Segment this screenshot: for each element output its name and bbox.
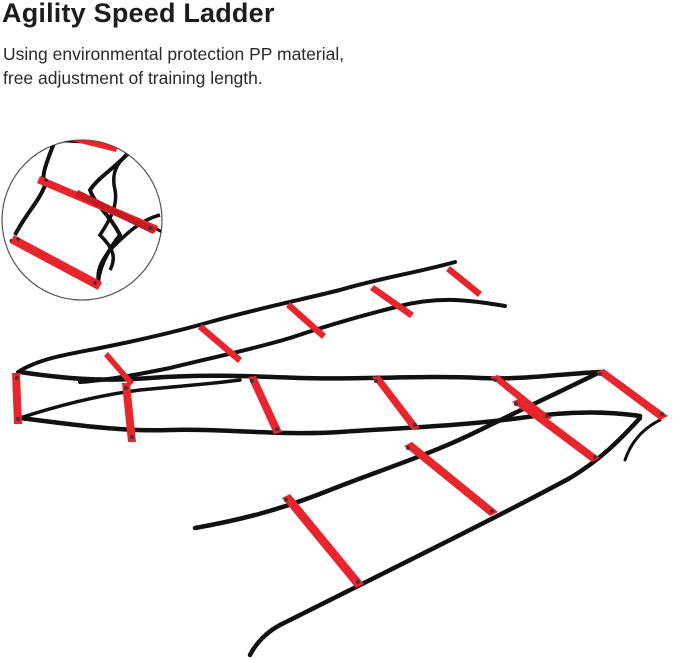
ladder-rung (596, 369, 668, 420)
ladder-rung (446, 266, 482, 297)
ladder-closeup-icon (1, 139, 163, 301)
ladder-rung (12, 373, 22, 424)
ladder-rung (104, 352, 134, 386)
ladder-rung (198, 324, 242, 363)
ladder-rung (490, 375, 552, 421)
ladder-rung (248, 376, 282, 434)
ladder-rung (512, 398, 600, 462)
product-description: Using environmental protection PP materi… (3, 42, 344, 90)
product-title: Agility Speed Ladder (2, 0, 275, 28)
ladder-rung (372, 376, 420, 430)
ladder-rung (404, 442, 498, 516)
description-line-2: free adjustment of training length. (3, 68, 263, 88)
ladder-main (12, 260, 668, 658)
ladder-rung (370, 285, 414, 318)
description-line-1: Using environmental protection PP materi… (3, 44, 345, 64)
ladder-rung (122, 383, 136, 442)
ladder-rung (282, 494, 364, 588)
ladder-rung (286, 302, 326, 339)
